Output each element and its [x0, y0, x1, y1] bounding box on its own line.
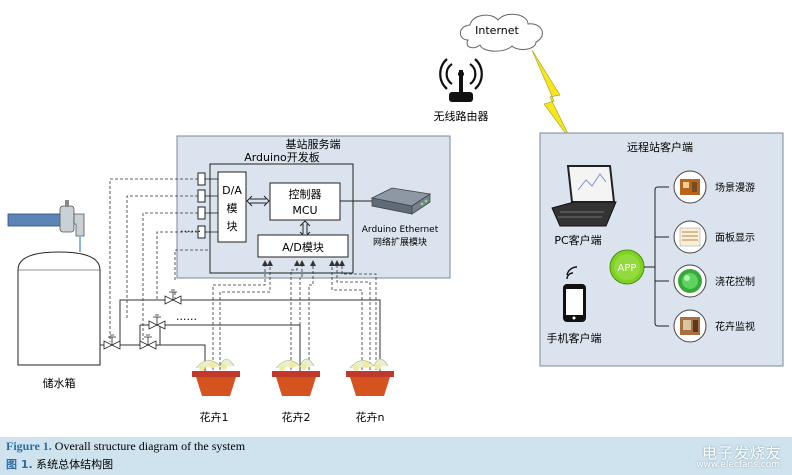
ad-label: A/D模块 [282, 241, 324, 254]
flower-pot [192, 358, 240, 396]
controller-mcu [269, 182, 341, 221]
pot-label-n: 花卉n [356, 411, 385, 424]
remote-title: 远程站客户端 [627, 140, 693, 154]
internet-label: Internet [475, 24, 519, 37]
da-label-2: 模 [227, 202, 238, 215]
caption-title-en: Overall structure diagram of the system [51, 439, 246, 453]
phone-icon [563, 266, 586, 322]
mcu-label: MCU [292, 204, 317, 217]
base-station-title: 基站服务端 [286, 137, 341, 151]
da-connector-leads [205, 178, 218, 233]
da-mcu-arrow [246, 195, 270, 207]
valve-control-lines [109, 178, 198, 342]
da-label-1: D/A [222, 184, 242, 197]
pipe-ellipsis: ...... [176, 310, 197, 323]
arduino-board [209, 163, 354, 274]
panel-display-icon [673, 220, 707, 254]
router-label: 无线路由器 [434, 109, 489, 123]
flower-pot [272, 358, 320, 396]
internet-lightning-icon [531, 49, 573, 143]
flower-pot [346, 358, 394, 396]
ad-module [257, 234, 349, 258]
tank-label: 储水箱 [43, 376, 76, 390]
caption-chinese: 图 1. 系统总体结构图 [6, 456, 113, 472]
mobile-label: 手机客户端 [547, 331, 602, 345]
water-pipes [96, 299, 381, 372]
arduino-board-label: Arduino开发板 [244, 150, 320, 164]
valve-stems [108, 289, 177, 345]
feature-label-3: 浇花控制 [715, 275, 755, 288]
internet-cloud: Internet [459, 13, 543, 52]
figure-caption: Figure 1. Overall structure diagram of t… [0, 437, 792, 475]
watermark: 电子发烧友 www.elecfans.com [622, 440, 782, 472]
caption-title-cn: 系统总体结构图 [32, 458, 114, 471]
watering-control-icon [673, 264, 707, 298]
app-label: APP [618, 263, 637, 274]
feature-label-4: 花卉监视 [715, 320, 755, 333]
ethernet-label-2: 网络扩展模块 [373, 236, 427, 248]
pot-label-2: 花卉2 [282, 411, 311, 424]
watermark-text: 电子发烧友 [701, 444, 782, 462]
wifi-router-icon [439, 58, 483, 102]
feature-label-1: 场景漫游 [715, 181, 755, 194]
watermark-url: www.elecfans.com [696, 460, 780, 470]
caption-english: Figure 1. Overall structure diagram of t… [6, 439, 245, 454]
da-module [217, 171, 247, 243]
valve-icon [103, 295, 182, 350]
scene-roaming-icon [673, 170, 707, 204]
app-icon: APP [609, 249, 645, 285]
ethernet-label-1: Arduino Ethernet [362, 225, 439, 235]
sensor-arrowheads [262, 260, 345, 266]
feature-bracket [654, 186, 669, 327]
da-ellipsis: ...... [180, 222, 201, 235]
faucet-icon [7, 200, 85, 252]
pot-label-1: 花卉1 [200, 411, 229, 424]
water-tank [17, 251, 101, 366]
figure-number-cn: 图 1. [6, 458, 33, 471]
ethernet-module-icon [370, 187, 432, 215]
pc-label: PC客户端 [554, 233, 601, 247]
system-structure-diagram: Internet 无线路由器 基站服务端 Arduino开发板 D/A 模 块 … [7, 13, 784, 424]
laptop-icon [551, 165, 617, 227]
da-label-3: 块 [227, 220, 238, 233]
figure-number-en: Figure 1. [6, 439, 52, 453]
controller-label: 控制器 [289, 187, 322, 201]
feature-label-2: 面板显示 [715, 231, 755, 244]
flower-monitor-icon [673, 309, 707, 343]
